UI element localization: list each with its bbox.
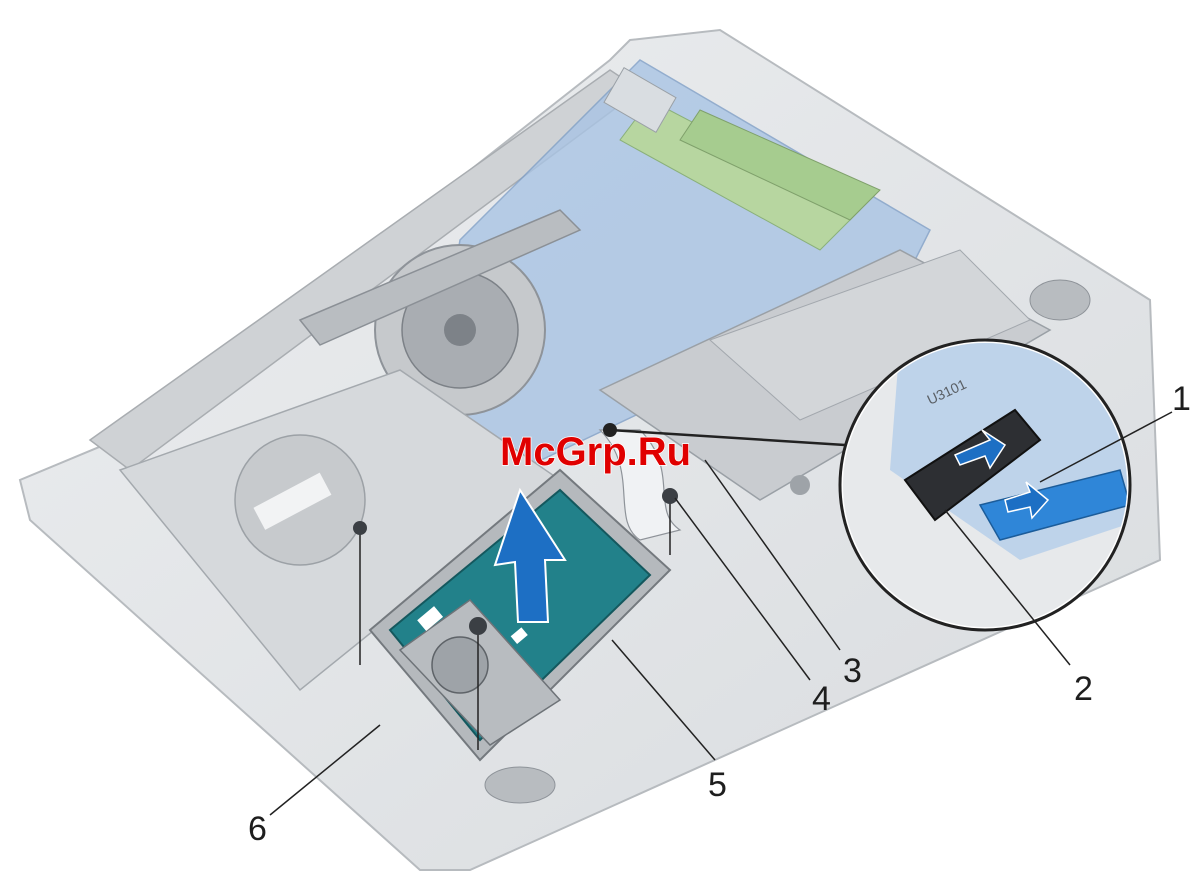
callout-4: 4: [812, 680, 831, 718]
callout-2: 2: [1074, 670, 1093, 708]
callout-5: 5: [708, 766, 727, 804]
callout-3: 3: [843, 652, 862, 690]
callout-1: 1: [1172, 380, 1191, 418]
callout-6: 6: [248, 810, 267, 848]
watermark: McGrp.Ru: [500, 430, 691, 474]
